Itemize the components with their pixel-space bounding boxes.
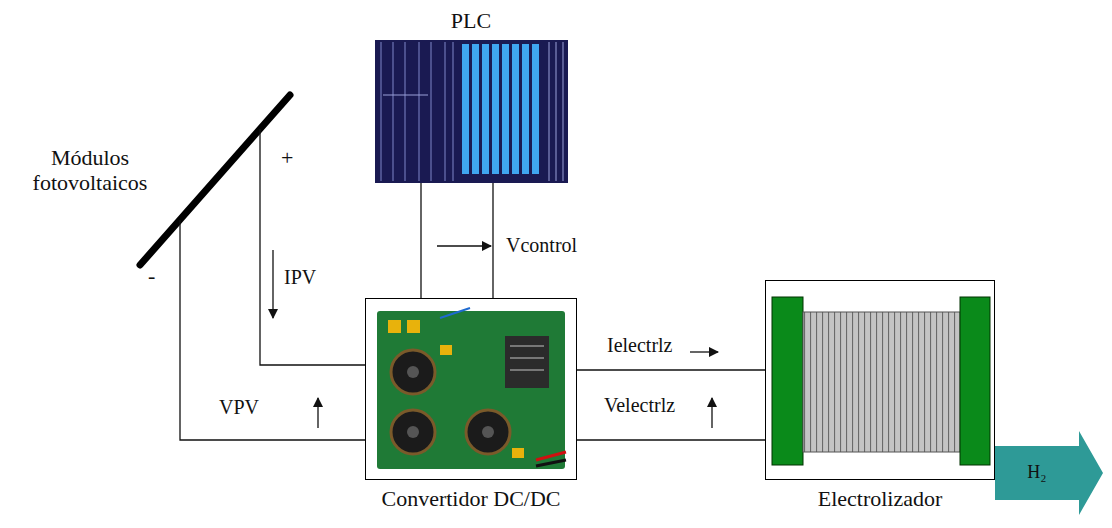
arrow-shape-fill [995,431,1103,515]
wire-connector [577,439,765,440]
plc-line [405,42,406,181]
capacitor [440,345,452,355]
plc-module [492,44,499,174]
pv-panel-line [140,95,290,265]
plc-body [375,40,568,183]
signal-label: Ielectrlz [606,334,674,356]
node-border [765,280,995,480]
plc-line [381,42,382,181]
inductor-core [407,366,419,378]
current-arrow [272,250,273,318]
node-label: H₂ [995,460,1079,484]
node-label: PLC [368,8,574,34]
plc-line [419,42,420,181]
plc-line [383,95,428,96]
pv-module: Módulos fotovoltaicos [5,90,295,270]
board-wire [536,460,566,466]
plc-module [532,44,539,174]
plc-module [512,44,519,174]
current-arrow [690,351,718,352]
plc-module [522,44,529,174]
node-label: Módulos fotovoltaicos [5,145,175,196]
inductor [391,350,435,394]
node-border [365,298,577,480]
inductor-core [482,426,494,438]
plc-module [472,44,479,174]
board-wire [536,452,566,460]
wire-connector [492,183,493,298]
arrow-shape [995,429,1107,517]
end-plate [960,297,990,465]
regulator-chip [505,336,549,388]
inductor-core [407,426,419,438]
signal-arrow [437,245,491,246]
node-label: Electrolizador [818,486,943,512]
board-wire [440,308,470,318]
wire-connector [180,220,365,440]
polarity-sign: + [281,146,293,170]
plc-line [445,42,446,181]
plc-module [502,44,509,174]
signal-label: IPV [283,266,317,288]
cell-stack [803,312,960,452]
plc-line [549,42,550,181]
hydrogen-output-arrow: H₂ [995,429,1107,517]
plc-line [563,42,564,181]
electrolyzer: Electrolizador [765,280,995,512]
capacitor [388,320,401,333]
voltage-arrow [317,398,318,428]
wire-connector [420,183,421,298]
plc-unit: PLC [368,8,574,186]
voltage-arrow [711,398,712,428]
inductor [466,410,510,454]
plc-line [431,42,432,181]
inductor [391,410,435,454]
dc-dc-converter: Convertidor DC/DC [365,298,577,512]
wire-connector [260,129,365,365]
plc-line [453,42,454,181]
end-plate [772,297,803,465]
plc-line [393,42,394,181]
wire-connector [577,369,765,370]
plc-line [556,42,557,181]
node-label: Convertidor DC/DC [381,486,560,512]
plc-module [482,44,489,174]
polarity-sign: - [148,264,155,288]
capacitor [407,320,420,333]
chip-fin [510,369,544,371]
plc-module [462,44,469,174]
chip-fin [510,345,544,347]
signal-label: VPV [218,396,260,418]
capacitor [512,448,524,458]
signal-label: Vcontrol [505,234,578,256]
pcb-board [377,311,565,469]
signal-label: Velectrlz [603,394,676,416]
chip-fin [510,357,544,359]
